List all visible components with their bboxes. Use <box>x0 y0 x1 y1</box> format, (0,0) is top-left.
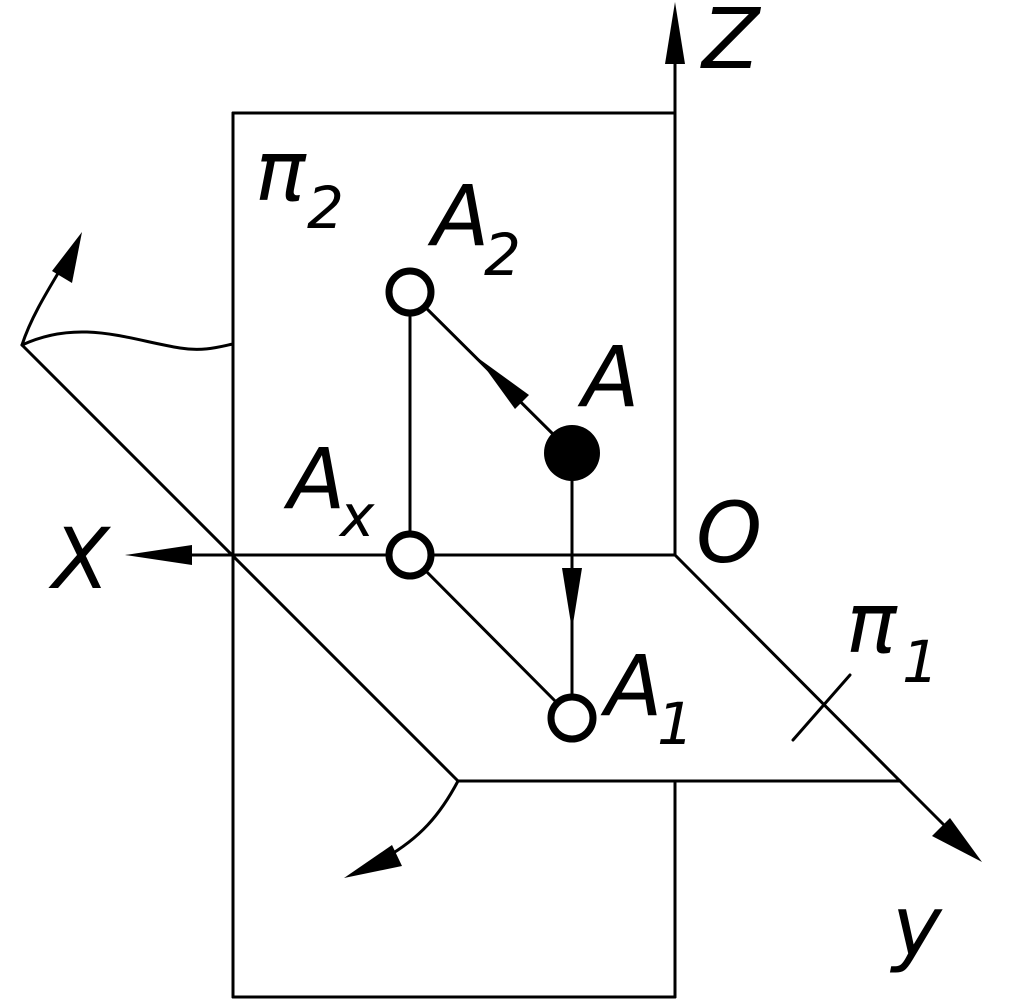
point-a2-label: A <box>427 167 489 265</box>
point-a1 <box>547 693 597 743</box>
rotation-arrow-upper <box>20 232 235 351</box>
point-a1-subscript: 1 <box>657 690 694 758</box>
plane-pi1-subscript: 1 <box>902 628 939 696</box>
plane-pi2-label: π <box>255 122 307 220</box>
y-axis-label: y <box>889 877 943 975</box>
point-a-label: A <box>577 328 639 426</box>
y-axis <box>898 779 982 862</box>
projection-lines <box>408 290 574 720</box>
point-ax-subscript: x <box>338 482 375 550</box>
point-ax <box>385 530 435 580</box>
projection-arrow-frontal <box>478 358 529 409</box>
plane-pi2-subscript: 2 <box>307 174 344 242</box>
point-ax-label: A <box>283 430 345 528</box>
point-a2 <box>385 267 435 317</box>
origin-label: O <box>696 484 762 582</box>
plane-pi1-label: π <box>846 574 898 672</box>
plane-pi1-tick <box>791 673 852 742</box>
z-axis-label: Z <box>700 0 762 88</box>
point-a <box>544 425 600 481</box>
z-axis <box>665 2 685 557</box>
projection-arrow-horizontal <box>562 568 582 630</box>
plane-pi1-frame <box>20 343 902 783</box>
point-a2-subscript: 2 <box>484 221 521 289</box>
x-axis-label: X <box>48 510 112 608</box>
point-a1-label: A <box>600 637 662 735</box>
rotation-arrow-lower <box>344 779 460 878</box>
